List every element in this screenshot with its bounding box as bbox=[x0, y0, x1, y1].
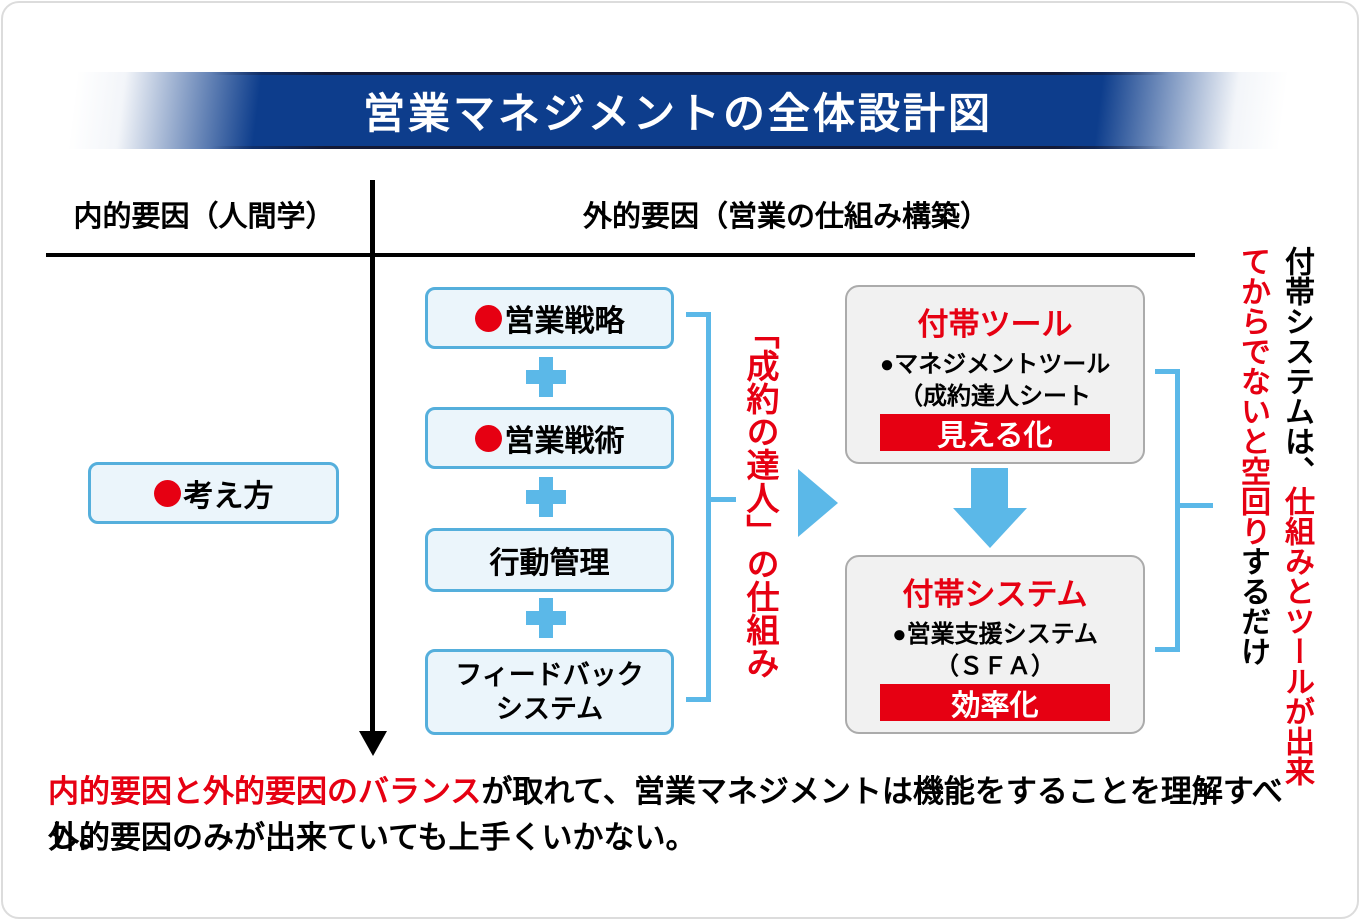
side-note-prefix: 付帯システムは、 bbox=[1280, 246, 1313, 486]
auxiliary-system-box: 付帯システム ●営業支援システム （ＳＦＡ） 効率化 bbox=[845, 555, 1145, 734]
system-box-title: 付帯システム bbox=[902, 577, 1088, 612]
right-group-bracket bbox=[1155, 369, 1180, 652]
steps-group-bracket-tick bbox=[706, 497, 736, 502]
step-label: 営業戦術 bbox=[504, 425, 625, 458]
external-factor-header: 外的要因（営業の仕組み構築） bbox=[582, 201, 989, 233]
right-group-bracket-tick bbox=[1175, 503, 1213, 508]
side-note-suffix: するだけ bbox=[1236, 546, 1269, 666]
mindset-label: 考え方 bbox=[183, 480, 274, 513]
efficiency-badge: 効率化 bbox=[880, 684, 1110, 722]
step-box-activity-management: 行動管理 bbox=[425, 528, 674, 592]
vertical-down-arrow-shaft bbox=[370, 180, 375, 733]
page-title: 営業マネジメントの全体設計図 bbox=[362, 90, 993, 137]
down-arrow-icon-head bbox=[953, 508, 1027, 548]
step-label: 行動管理 bbox=[489, 547, 610, 580]
footer-rest: が取れて、営業マネジメントは機能をすることを理解すべし。 bbox=[48, 774, 1283, 854]
footer-line-1: 内的要因と外的要因のバランスが取れて、営業マネジメントは機能をすることを理解すべ… bbox=[48, 766, 1328, 856]
down-arrow-icon bbox=[971, 468, 1008, 510]
tools-box-title: 付帯ツール bbox=[917, 307, 1073, 342]
step-box-feedback-system: フィードバックシステム bbox=[425, 649, 674, 735]
plus-icon bbox=[526, 598, 566, 638]
footer-emphasis: 内的要因と外的要因のバランス bbox=[48, 774, 482, 809]
auxiliary-tools-box: 付帯ツール ●マネジメントツール （成約達人シート 見える化 bbox=[845, 285, 1145, 464]
right-arrow-icon bbox=[798, 469, 838, 537]
red-bullet-icon bbox=[474, 304, 502, 332]
steps-group-bracket bbox=[686, 312, 711, 702]
footer-line-2: 外的要因のみが出来ていても上手くいかない。 bbox=[48, 820, 697, 855]
step-box-sales-tactics: 営業戦術 bbox=[425, 407, 674, 469]
system-box-line1: ●営業支援システム bbox=[892, 621, 1098, 648]
side-note-emphasis: 仕組みとツールが出来てからでないと空回り bbox=[1236, 246, 1313, 786]
mindset-box: 考え方 bbox=[88, 462, 339, 524]
internal-factor-header: 内的要因（人間学） bbox=[73, 201, 335, 233]
step-label: 営業戦略 bbox=[504, 305, 625, 338]
step-label: フィードバックシステム bbox=[455, 660, 644, 724]
red-bullet-icon bbox=[153, 479, 181, 507]
step-box-sales-strategy: 営業戦略 bbox=[425, 287, 674, 349]
plus-icon bbox=[526, 477, 566, 517]
vertical-down-arrow-icon bbox=[359, 731, 387, 756]
plus-icon bbox=[526, 357, 566, 397]
tools-box-line1: ●マネジメントツール bbox=[879, 351, 1111, 378]
tools-box-line2: （成約達人シート bbox=[899, 383, 1091, 410]
side-note-vertical-text: 付帯システムは、仕組みとツールが出来てからでないと空回りするだけ bbox=[1228, 246, 1318, 806]
title-banner: 営業マネジメントの全体設計図 bbox=[64, 72, 1292, 149]
mechanism-vertical-label: 「成約の達人」の仕組み bbox=[742, 316, 779, 679]
system-box-line2: （ＳＦＡ） bbox=[935, 653, 1055, 680]
red-bullet-icon bbox=[474, 424, 502, 452]
horizontal-divider-line bbox=[46, 253, 1195, 257]
visualization-badge: 見える化 bbox=[880, 414, 1110, 452]
